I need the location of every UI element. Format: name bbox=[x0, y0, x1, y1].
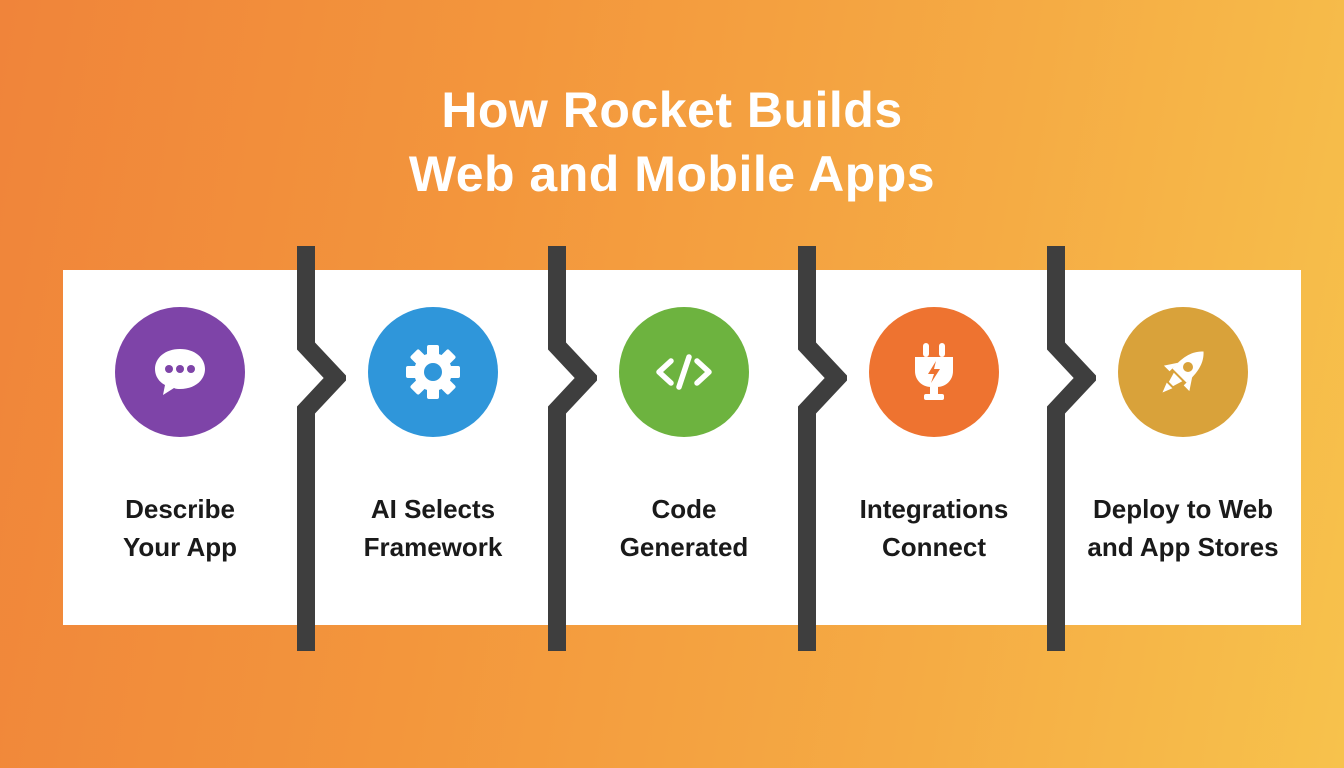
step-4-circle bbox=[869, 307, 999, 437]
step-3-label: Code Generated bbox=[619, 494, 749, 562]
step-1-label: Describe Your App bbox=[122, 494, 238, 562]
step-5-label: Deploy to Web and App Stores bbox=[1087, 494, 1279, 562]
step-divider-1 bbox=[297, 246, 346, 651]
step-deploy-to-web-and-app-stores: Deploy to Web and App Stores bbox=[1063, 270, 1303, 625]
step-describe-your-app: Describe Your App bbox=[60, 270, 300, 625]
step-1-circle bbox=[115, 307, 245, 437]
step-divider-3 bbox=[798, 246, 847, 651]
step-integrations-connect: Integrations Connect bbox=[814, 270, 1054, 625]
step-3-circle bbox=[619, 307, 749, 437]
page-title: How Rocket Builds Web and Mobile Apps bbox=[0, 78, 1344, 206]
power-plug-icon bbox=[915, 343, 953, 400]
step-2-circle bbox=[368, 307, 498, 437]
rocket-icon bbox=[1162, 351, 1204, 393]
title-line-2: Web and Mobile Apps bbox=[408, 146, 936, 202]
step-5-circle bbox=[1118, 307, 1248, 437]
code-brackets-icon bbox=[656, 354, 712, 390]
step-4-label: Integrations Connect bbox=[859, 494, 1009, 562]
step-code-generated: Code Generated bbox=[564, 270, 804, 625]
gear-icon bbox=[406, 345, 460, 399]
step-ai-selects-framework: AI Selects Framework bbox=[313, 270, 553, 625]
step-divider-2 bbox=[548, 246, 597, 651]
step-2-label: AI Selects Framework bbox=[363, 494, 503, 562]
chat-bubble-icon bbox=[155, 349, 205, 395]
title-line-1: How Rocket Builds bbox=[441, 82, 903, 138]
step-divider-4 bbox=[1047, 246, 1096, 651]
